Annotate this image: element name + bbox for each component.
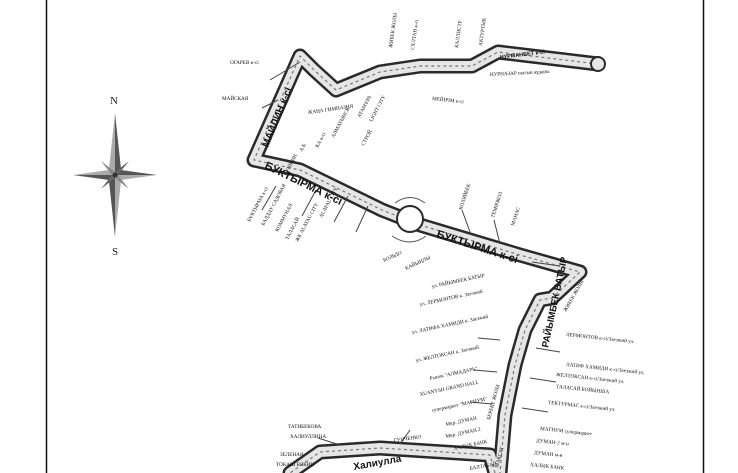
label-maiskaya: МАЙСКАЯ	[222, 94, 249, 102]
label-sultan-top: СҰЛТАН к-сі	[410, 19, 420, 51]
label-halyk-right: ХАЛЫК БАНК	[530, 462, 565, 472]
label-ul-raiymbek: ул. РАЙЫМБЕК БАТЫР	[431, 271, 486, 290]
label-xuanysh: XUANYSH GRAND HALL	[419, 380, 479, 398]
road-label-nurmanbet: НУРМАНБЕТ к-сі	[500, 49, 546, 61]
compass-rose	[73, 113, 157, 237]
label-kaiinly: КАЙЫҢЛЫ	[403, 253, 432, 272]
route-end-cap	[590, 56, 606, 72]
label-ka: КА к-сі	[314, 131, 327, 149]
label-gunchenko: ГУНЧЕНКО	[393, 434, 422, 444]
label-maksat: МАҚСАТ	[494, 445, 506, 468]
roundabout	[391, 197, 427, 243]
label-temirzhol: ТЕМІРЖОЛ	[490, 191, 504, 219]
label-ogaryov: ОГАРЕВ к-сі	[230, 60, 259, 66]
label-mkr-duman: Мкр. ДУМАН	[445, 415, 478, 428]
label-ul-latifa: ул. ЛАТИФА ХАМИДИ к. Заезжий	[411, 313, 489, 336]
label-tatybekova: ТАТИБЕКОВА	[288, 424, 321, 430]
label-halilullina: ХАЛИУЛЛИНА	[290, 434, 326, 440]
label-supermarket: супермаркет "МАГНУМ"	[431, 396, 487, 414]
route-line	[246, 44, 606, 473]
label-meiram: МЕЙІРІМ к-сі	[432, 94, 465, 105]
label-duman2-right: ДУМАН-2 м-н	[536, 438, 569, 447]
compass-north-arm	[115, 113, 121, 175]
label-ryt: Рынок "АЛМАДАРЬ"	[429, 366, 478, 382]
label-manas: МАНАС	[510, 206, 522, 226]
label-zhibek-top: ЖИБЕК ЖОЛЫ	[388, 12, 399, 48]
label-duman-right: ДУМАН м-н	[534, 450, 563, 459]
compass-east-arm	[115, 170, 157, 175]
label-tokash: ТОКАШ БОКИН	[276, 462, 314, 468]
label-stroy: СТРОЙ	[359, 128, 374, 147]
label-nurnazakh: НУРНАЗАР шағын ауданы	[490, 69, 550, 78]
label-kallistr: КАЛЛИСТР	[454, 20, 464, 48]
route-centerline	[253, 51, 599, 473]
label-lermontov-right: ЛЕРМОНТОВ к-сі/Заезжий ул.	[566, 331, 635, 345]
label-kolyaibek: КОЛЯЙБЕК	[456, 182, 472, 211]
label-tekturmas-right: ТЕКТУРМАС к-сі/Заезжий ул.	[548, 399, 616, 413]
side-street-stubs	[261, 61, 561, 446]
compass-south-label: S	[112, 246, 118, 258]
label-talasai-right: ТАЛАСАЙ БОЙЫНША	[556, 382, 610, 396]
label-strelkova: ЗЕЛЕНАЯ	[280, 452, 304, 458]
label-mkr-duman2: Мкр. ДУМАН 2	[445, 427, 481, 440]
label-boldo: БОЛЬДО	[382, 250, 403, 264]
compass-north-label: N	[110, 95, 118, 107]
label-akturtyk: АКТУРТЫК	[478, 17, 488, 46]
label-magnum-right: МАГНУМ супермаркет	[540, 426, 593, 438]
label-zheltoksan-right: ЖЕЛТОКСАН к-сі/Заезжий ул.	[556, 371, 625, 385]
label-ab: А.Б.	[298, 142, 308, 153]
compass-west-arm	[73, 175, 115, 180]
compass-south-arm	[109, 175, 115, 237]
label-ul-lermontov: ул. ЛЕРМОНТОВ к. Заезжий	[419, 288, 484, 308]
label-ul-zheltoksan: ул. ЖЕЛТОКСАН к. Заезжий	[415, 344, 480, 364]
